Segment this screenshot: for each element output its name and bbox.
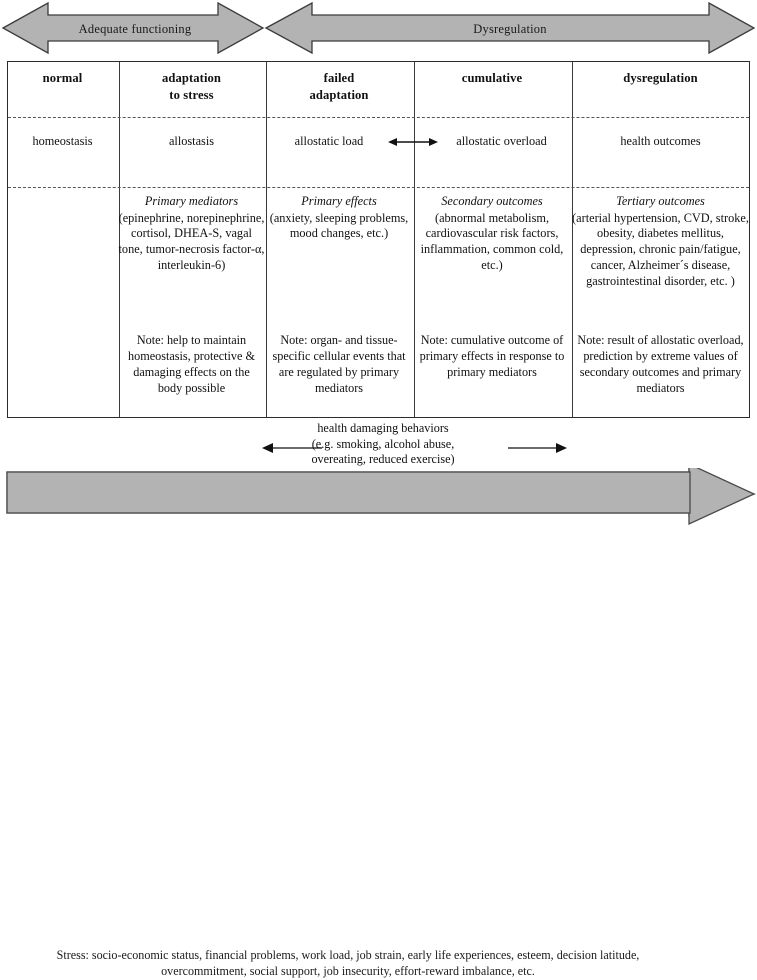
header-normal: normal — [7, 70, 118, 87]
header-normal-line1: normal — [42, 71, 83, 85]
stress-banner: Stress: socio-economic status, financial… — [0, 462, 757, 978]
note-adaptation-to-stress: Note: help to maintain homeostasis, prot… — [128, 333, 255, 395]
detail-primary-mediators: Primary mediators (epinephrine, norepine… — [118, 194, 265, 274]
behaviors-arrow — [262, 443, 567, 453]
stage-allostatic-load: allostatic load — [294, 134, 364, 148]
header-adaptation-line2: to stress — [169, 88, 214, 102]
dysregulation-label: Dysregulation — [473, 22, 547, 36]
behaviors-text: health damaging behaviors (e.g. smoking,… — [268, 421, 498, 468]
stress-line1: Stress: socio-economic status, financial… — [56, 948, 640, 962]
stress-line2: overcommitment, social support, job inse… — [161, 964, 535, 979]
stress-banner-arrow — [6, 462, 757, 526]
header-cumulative-line1: cumulative — [461, 71, 523, 85]
stress-arrow-head — [688, 462, 756, 526]
detail-primary-mediators-body: (epinephrine, norepinephrine, cortisol, … — [118, 210, 265, 272]
note-cumulative: Note: cumulative outcome of primary effe… — [419, 333, 565, 379]
stage-allostatic-overload: allostatic overload — [456, 134, 547, 148]
stage-homeostasis: homeostasis — [32, 134, 93, 148]
detail-primary-effects-title: Primary effects — [301, 194, 377, 208]
header-failed-line1: failed — [323, 71, 355, 85]
header-adaptation-to-stress: adaptation to stress — [118, 70, 265, 104]
header-dysregulation-line1: dysregulation — [623, 71, 698, 85]
header-failed-adaptation: failed adaptation — [265, 70, 413, 104]
note-failed-adaptation: Note: organ- and tissue-specific cellula… — [272, 333, 406, 395]
adequate-functioning-arrow — [1, 1, 265, 55]
dysregulation-arrow — [264, 1, 756, 55]
stage-allostasis: allostasis — [168, 134, 215, 148]
column-divider-4 — [572, 62, 573, 417]
detail-tertiary-outcomes-body: (arterial hypertension, CVD, stroke, obe… — [572, 210, 749, 288]
header-adaptation-line1: adaptation — [161, 71, 222, 85]
top-arrow-band: Adequate functioning Dysregulation — [0, 0, 757, 57]
note-dysregulation: Note: result of allostatic overload, pre… — [577, 333, 744, 395]
header-cumulative: cumulative — [413, 70, 571, 87]
behaviors-line2: (e.g. smoking, alcohol abuse, — [311, 436, 455, 451]
row-divider-1 — [8, 117, 749, 118]
load-overload-arrow — [388, 138, 438, 146]
detail-primary-effects: Primary effects (anxiety, sleeping probl… — [265, 194, 413, 242]
top-arrows-svg — [1, 1, 756, 55]
row-divider-2 — [8, 187, 749, 188]
behaviors-line3: overeating, reduced exercise) — [311, 452, 455, 467]
header-failed-line2: adaptation — [309, 88, 369, 102]
detail-secondary-outcomes-body: (abnormal metabolism, cardiovascular ris… — [420, 210, 564, 272]
column-divider-2 — [266, 62, 267, 417]
column-divider-3 — [414, 62, 415, 417]
detail-secondary-outcomes-title: Secondary outcomes — [441, 194, 543, 208]
stress-arrow-body — [6, 471, 691, 514]
stress-banner-text: Stress: socio-economic status, financial… — [18, 947, 678, 980]
detail-secondary-outcomes: Secondary outcomes (abnormal metabolism,… — [413, 194, 571, 274]
load-overload-arrow-wrap — [388, 135, 438, 149]
detail-primary-mediators-title: Primary mediators — [144, 194, 239, 208]
adequate-functioning-label: Adequate functioning — [78, 22, 192, 36]
detail-tertiary-outcomes-title: Tertiary outcomes — [616, 194, 705, 208]
detail-tertiary-outcomes: Tertiary outcomes (arterial hypertension… — [571, 194, 750, 289]
stage-health-outcomes: health outcomes — [620, 134, 701, 148]
header-dysregulation: dysregulation — [571, 70, 750, 87]
behaviors-line1: health damaging behaviors — [317, 421, 449, 435]
health-damaging-behaviors: health damaging behaviors (e.g. smoking,… — [0, 421, 757, 469]
column-divider-1 — [119, 62, 120, 417]
detail-primary-effects-body: (anxiety, sleeping problems, mood change… — [269, 210, 409, 241]
stage-table — [7, 61, 750, 418]
